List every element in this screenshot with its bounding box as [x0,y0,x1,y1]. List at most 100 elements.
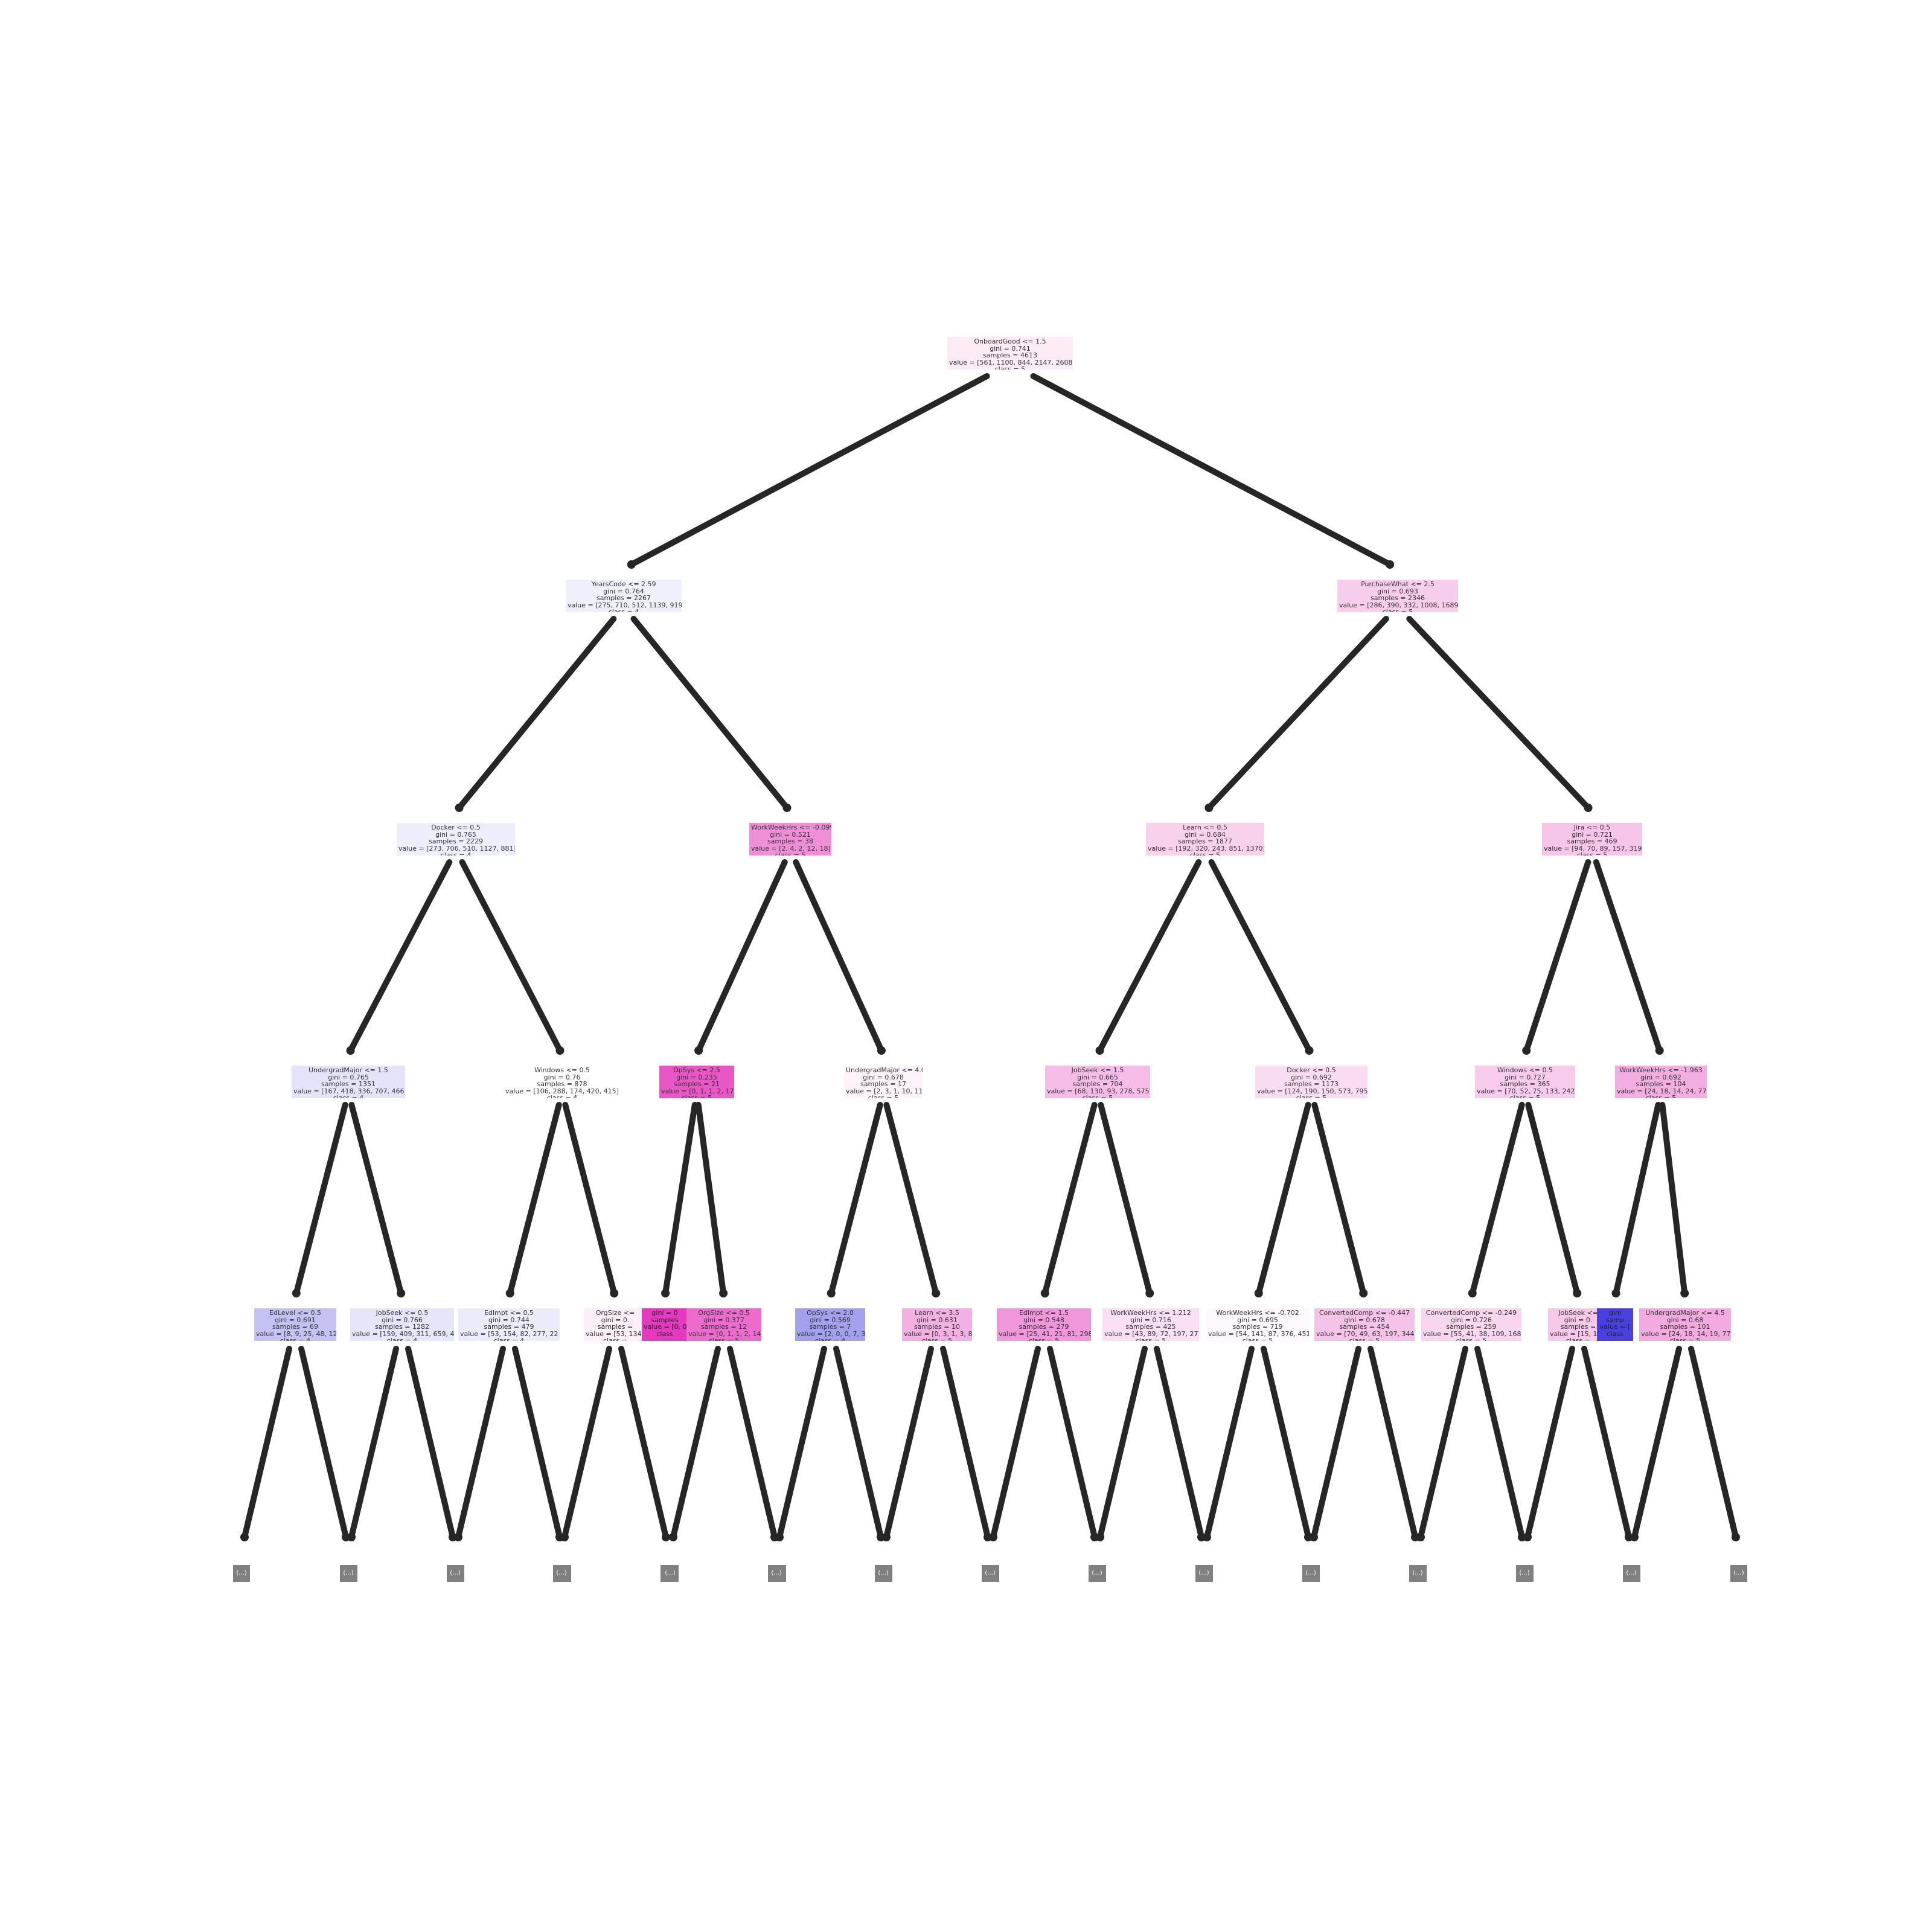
node-text-line: YearsCode <= 2.59 [591,580,656,588]
edge-n10-n22-arrowhead [932,1289,941,1297]
node-text-line: Learn <= 3.5 [915,1309,959,1317]
edge-n16-truncated-0 [348,1346,399,1540]
edge-n12-n26-arrowhead [1359,1289,1368,1297]
node-text-line: gini = 0.678 [863,1073,904,1081]
node-text-line: samples = 10 [914,1323,960,1331]
node-text-line: samples = [1560,1323,1596,1331]
edge-n23-truncated-0-arrowhead [989,1533,997,1541]
node-text-line: gini = 0. [601,1316,630,1324]
node-text-line: class = 5 [868,1094,899,1098]
node-text-line: class = 5 [775,851,806,856]
node-text-line: samples = 21 [674,1080,720,1088]
node-text-line: gini = 0.548 [1023,1316,1064,1324]
edge-n30-truncated-0 [1631,1346,1682,1540]
edge-n1-n4 [630,616,790,811]
node-text-line: value = [68, 130, 93, 278, 575] [1047,1087,1150,1095]
node-text-line: samples = 1877 [1178,837,1232,845]
edge-n14-n30-arrowhead [1680,1289,1689,1297]
edge-n14-n29 [1613,1102,1662,1296]
node-text-line: value = [561, 1100, 844, 2147, 2608] [949,358,1073,366]
node-text-line: value = [0, 0, [644,1323,688,1331]
edge-n22-truncated-0-arrowhead [882,1533,891,1541]
node-text-line: value = [53, 134, 9 [586,1329,647,1338]
edge-n4-n9-arrowhead [694,1046,703,1055]
edge-n22-truncated-1 [940,1346,991,1540]
node-text-line: ConvertedComp <= -0.447 [1319,1309,1410,1317]
truncated-subtree-marker: (...) [982,1565,999,1582]
edge-n25-truncated-0 [1204,1346,1255,1540]
truncated-subtree-marker: (...) [553,1565,570,1582]
node-text-line: gini [1608,1309,1622,1317]
edge-n6-n14 [1593,859,1663,1054]
edge-n9-n20-arrowhead [719,1289,728,1297]
node-text-line: EdLevel <= 0.5 [269,1309,321,1317]
node-text-line: class = 5 [1242,1337,1273,1341]
tree-node-n18: OrgSize <=gini = 0.samples =value = [53,… [584,1308,647,1341]
node-text-line: WorkWeekHrs <= -0.099 [751,824,831,831]
edge-n0-n2 [1030,373,1393,568]
node-text-line: UndergradMajor <= 4.5 [1645,1309,1725,1317]
edge-n26-truncated-0-arrowhead [1310,1533,1318,1541]
edge-n13-n27-arrowhead [1468,1289,1477,1297]
node-text-line: class = 4 [440,851,472,856]
node-text-line: gini = 0.765 [328,1073,369,1081]
edge-n13-n27 [1469,1102,1525,1296]
node-text-line: class = 5 [1189,851,1221,856]
node-text-line: gini = 0.692 [1291,1073,1332,1081]
edge-n18-truncated-0 [561,1346,612,1540]
node-text-line: JobSeek <= 0.5 [376,1309,429,1317]
edge-n3-n7 [347,859,453,1054]
edge-n2-n5-arrowhead [1204,804,1214,812]
edge-n9-n19 [662,1102,698,1296]
node-text-line: value = [70, 52, 75, 133, 242] [1477,1087,1575,1095]
node-text-line: value = [55, 41, 38, 109, 168] [1423,1329,1521,1338]
truncated-subtree-marker: (...) [1516,1565,1533,1582]
node-text-line: value = [192, 320, 243, 851, 1370] [1148,844,1264,852]
node-text-line: samples = 38 [767,837,813,845]
edge-n12-n25 [1255,1102,1311,1296]
truncated-subtree-marker: (...) [662,1565,679,1582]
edge-n15-truncated-1 [298,1346,349,1540]
node-text-line: value = [53, 154, 82, 277, 22 [460,1329,558,1338]
node-text-line: class [656,1329,673,1338]
edge-n11-n23 [1041,1102,1098,1296]
edge-n28-truncated-0 [1524,1346,1575,1540]
edge-n2-n5 [1206,616,1389,811]
edge-n22-truncated-0 [883,1346,934,1540]
edge-n6-n13-arrowhead [1522,1046,1531,1055]
edge-n4-n10 [793,859,884,1054]
node-text-line: Docker <= 0.5 [431,824,481,831]
edge-n20-truncated-0 [670,1346,721,1540]
node-text-line: samples = 2346 [1371,594,1425,602]
edge-n12-n25-arrowhead [1254,1289,1263,1297]
node-text-line: gini = 0.68 [1666,1316,1704,1324]
node-text-line: class = [1566,1337,1591,1341]
node-text-line: value = [25, 41, 21, 81, 298] [999,1329,1091,1338]
node-text-line: ConvertedComp <= -0.249 [1425,1309,1517,1317]
edge-n3-n8 [459,859,563,1054]
edge-n11-n24-arrowhead [1145,1289,1154,1297]
node-text-line: WorkWeekHrs <= -0.702 [1216,1309,1299,1317]
node-text-line: JobSeek <= [1558,1309,1598,1317]
node-text-line: class = 4 [608,608,639,612]
node-text-line: gini = 0.744 [488,1316,529,1324]
edge-n5-n12 [1208,859,1313,1054]
node-text-line: samples = 1282 [375,1323,429,1331]
node-text-line: class = 5 [921,1337,953,1341]
edge-n27-truncated-0-arrowhead [1416,1533,1425,1541]
node-text-line: class = 4 [814,1337,846,1341]
edge-n6-n14-arrowhead [1655,1046,1664,1055]
edge-n2-n6-arrowhead [1584,804,1593,812]
edge-n13-n28 [1525,1102,1581,1296]
node-text-line: samples = 7 [809,1323,851,1331]
node-text-line: samples = 69 [272,1323,318,1331]
edge-n17-truncated-0 [455,1346,506,1540]
node-text-line: Windows <= 0.5 [534,1066,590,1074]
edge-n7-n15-arrowhead [292,1289,301,1297]
